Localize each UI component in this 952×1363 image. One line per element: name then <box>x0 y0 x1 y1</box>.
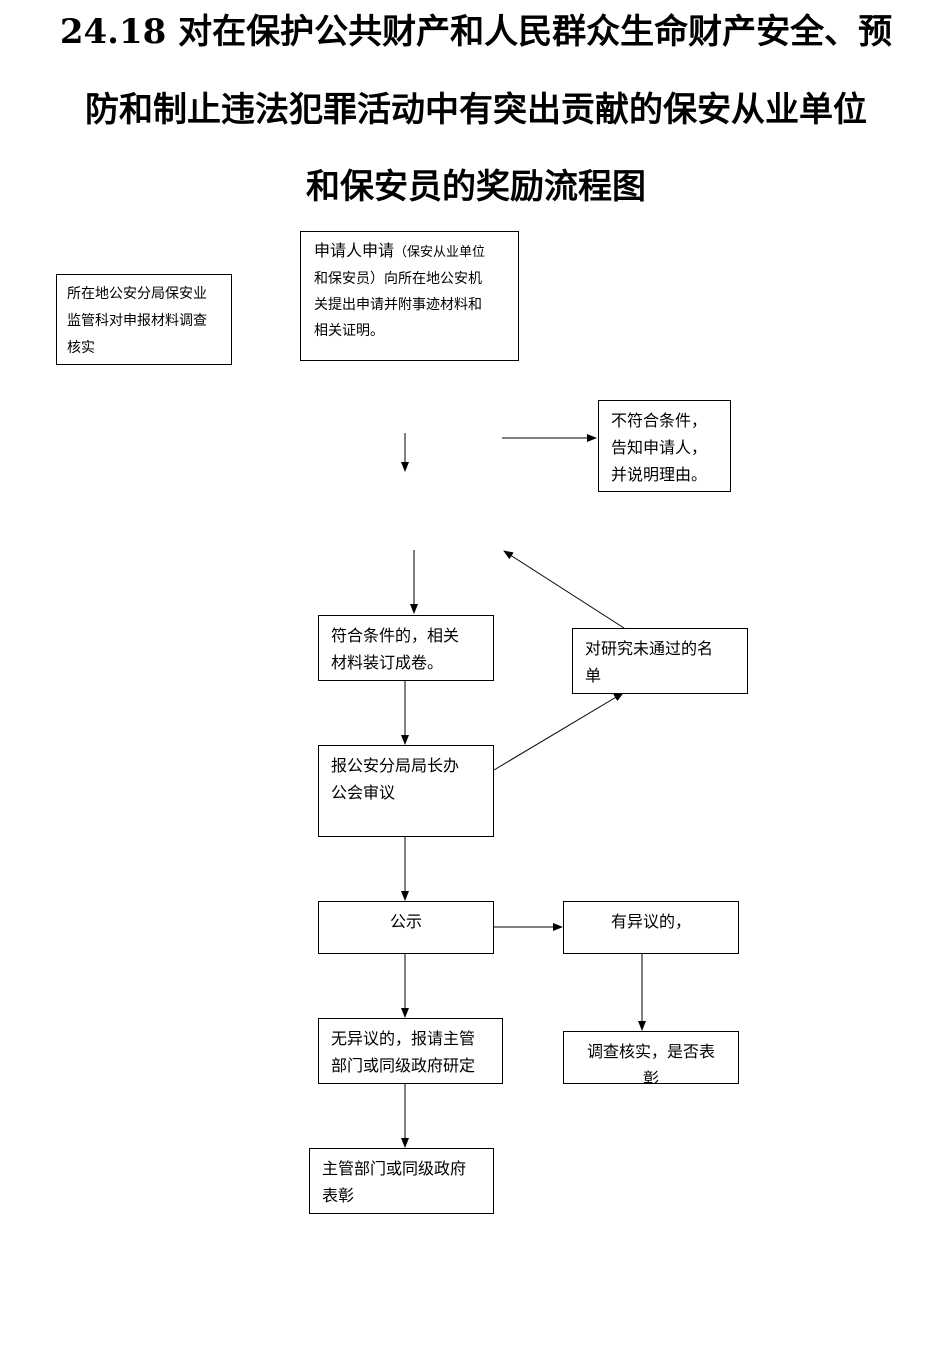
qualified-box: 符合条件的，相关 材料装订成卷。 <box>318 615 494 681</box>
verify-materials-box: 所在地公安分局保安业 监管科对申报材料调查 核实 <box>56 274 232 365</box>
application-rest-text: 和保安员）向所在地公安机 关提出申请并附事迹材料和 相关证明。 <box>314 271 482 339</box>
application-box: 申请人申请（保安从业单位 和保安员）向所在地公安机 关提出申请并附事迹材料和 相… <box>300 231 519 361</box>
objection-text: 有异议的， <box>610 912 691 931</box>
commend-box: 主管部门或同级政府 表彰 <box>309 1148 494 1214</box>
arrow-back-to-review <box>503 550 625 629</box>
verify-materials-text: 所在地公安分局保安业 监管科对申报材料调查 核实 <box>67 286 207 356</box>
director-meeting-text: 报公安分局局长办 公会审议 <box>331 756 460 802</box>
commend-text: 主管部门或同级政府 表彰 <box>322 1159 467 1205</box>
arrow-meeting-to-list <box>493 692 624 771</box>
director-meeting-box: 报公安分局局长办 公会审议 <box>318 745 494 837</box>
publicize-box: 公示 <box>318 901 494 954</box>
not-passed-list-text: 对研究未通过的名 单 <box>585 639 714 685</box>
publicize-text: 公示 <box>389 912 422 931</box>
not-passed-list-box: 对研究未通过的名 单 <box>572 628 748 694</box>
no-objection-box: 无异议的，报请主管 部门或同级政府研定 <box>318 1018 503 1084</box>
application-paren-text: （保安从业单位 <box>394 245 486 260</box>
page-title-line-1: 24.18 对在保护公共财产和人民群众生命财产安全、预 <box>59 12 893 52</box>
application-head-text: 申请人申请 <box>314 241 395 260</box>
objection-box: 有异议的， <box>563 901 739 954</box>
not-qualified-text: 不符合条件， 告知申请人， 并说明理由。 <box>611 411 708 484</box>
page-title-line-3: 和保安员的奖励流程图 <box>306 167 646 207</box>
investigate-box: 调查核实，是否表 彰 <box>563 1031 739 1084</box>
page-title-line-2: 防和制止违法犯罪活动中有突出贡献的保安从业单位 <box>85 90 867 130</box>
qualified-text: 符合条件的，相关 材料装订成卷。 <box>331 626 460 672</box>
investigate-text: 调查核实，是否表 彰 <box>586 1042 715 1084</box>
not-qualified-box: 不符合条件， 告知申请人， 并说明理由。 <box>598 400 731 492</box>
no-objection-text: 无异议的，报请主管 部门或同级政府研定 <box>331 1029 476 1075</box>
